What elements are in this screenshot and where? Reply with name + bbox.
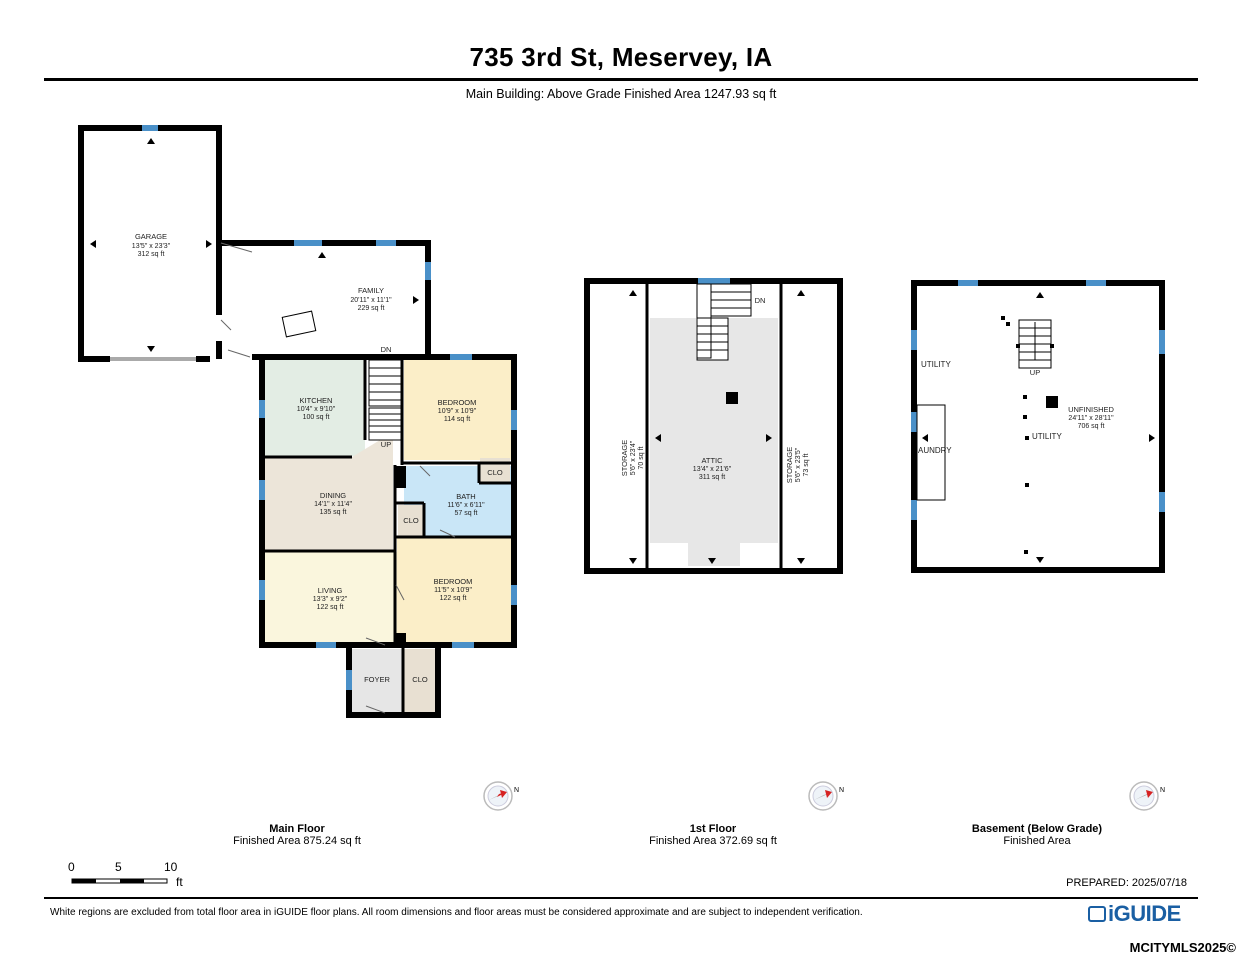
prepared-date: PREPARED: 2025/07/18 bbox=[1066, 877, 1187, 889]
basement-stairs bbox=[1018, 319, 1052, 369]
living-area: 122 sq ft bbox=[317, 604, 344, 611]
compass-icon: N bbox=[483, 781, 519, 811]
first-floor-caption: 1st Floor Finished Area 372.69 sq ft bbox=[613, 823, 813, 847]
floor-name: 1st Floor bbox=[689, 823, 737, 835]
dining-fill bbox=[264, 440, 393, 552]
attic-label: ATTIC bbox=[701, 456, 723, 465]
bedroom-2-dims: 11'5" x 10'9" bbox=[434, 587, 472, 594]
page-title: 735 3rd St, Meservey, IA bbox=[469, 42, 773, 72]
bedroom-2-area: 122 sq ft bbox=[440, 595, 467, 602]
main-floor-plan bbox=[78, 125, 517, 718]
closet-2-fill bbox=[398, 505, 424, 537]
laundry-label: AUNDRY bbox=[918, 446, 952, 455]
scale-bar bbox=[71, 878, 168, 884]
iguide-logo: iGUIDE bbox=[1088, 901, 1181, 927]
scale-tick-label: 5 bbox=[115, 860, 122, 874]
attic-stairs-down-label: DN bbox=[755, 296, 766, 305]
storage-right-label: STORAGE bbox=[785, 447, 794, 484]
garage-area: 312 sq ft bbox=[138, 251, 165, 258]
storage-right-dims: 5'6" x 23'5" bbox=[795, 447, 802, 482]
compass-icon: N bbox=[808, 781, 844, 811]
storage-left-dims: 5'6" x 23'4" bbox=[630, 440, 637, 475]
unfinished-area: 706 sq ft bbox=[1078, 423, 1105, 430]
living-dims: 13'3" x 9'2" bbox=[313, 596, 348, 603]
scale-unit: ft bbox=[176, 875, 183, 889]
building-area-summary: Main Building: Above Grade Finished Area… bbox=[465, 87, 777, 101]
dining-label: DINING bbox=[320, 491, 346, 500]
family-dims: 20'11" x 11'1" bbox=[350, 297, 392, 304]
svg-text:N: N bbox=[839, 787, 844, 794]
unfinished-label: UNFINISHED bbox=[1068, 405, 1114, 414]
floor-area: Finished Area 875.24 sq ft bbox=[233, 835, 361, 847]
garage-label: GARAGE bbox=[135, 232, 167, 241]
basement-plan: UTILITY UTILITY AUNDRY UP UNFINISHED 24'… bbox=[911, 280, 1165, 573]
storage-left-area: 70 sq ft bbox=[638, 446, 645, 469]
brand-name: iGUIDE bbox=[1108, 901, 1181, 926]
stairs-up-label: UP bbox=[381, 440, 391, 449]
family-wall bbox=[221, 240, 431, 357]
kitchen-fill bbox=[264, 360, 365, 456]
garage-dims: 13'5" x 23'3" bbox=[132, 243, 171, 250]
bath-closet-label: CLO bbox=[487, 468, 503, 477]
svg-text:N: N bbox=[514, 787, 519, 794]
floor-area: Finished Area 372.69 sq ft bbox=[649, 835, 777, 847]
compass-icon: N bbox=[1129, 781, 1165, 811]
bedroom-1-area: 114 sq ft bbox=[444, 416, 470, 423]
foyer-closet-fill bbox=[403, 649, 436, 713]
family-label: FAMILY bbox=[358, 286, 384, 295]
bedroom-1-dims: 10'9" x 10'9" bbox=[438, 408, 477, 415]
kitchen-area: 100 sq ft bbox=[303, 414, 330, 421]
basement-caption: Basement (Below Grade) Finished Area bbox=[937, 823, 1137, 847]
storage-left-label: STORAGE bbox=[620, 440, 629, 477]
storage-right-area: 73 sq ft bbox=[803, 453, 810, 476]
first-floor-plan: DN ATTIC 13'4" x 21'6" 311 sq ft STORAGE… bbox=[584, 278, 843, 574]
footer-divider bbox=[44, 897, 1198, 899]
basement-stairs-up-label: UP bbox=[1030, 368, 1040, 377]
svg-text:N: N bbox=[1160, 787, 1165, 794]
scale-tick-label: 0 bbox=[68, 860, 75, 874]
bedroom-1-fill bbox=[404, 360, 512, 460]
title-divider bbox=[44, 78, 1198, 81]
bedroom-1-label: BEDROOM bbox=[438, 398, 477, 407]
kitchen-label: KITCHEN bbox=[300, 396, 333, 405]
foyer-closet-label: CLO bbox=[412, 675, 428, 684]
bedroom-closet-label: CLO bbox=[403, 516, 419, 525]
foyer-fill bbox=[351, 649, 403, 713]
garage-wall bbox=[78, 125, 222, 362]
main-floor-labels: GARAGE 13'5" x 23'3" 312 sq ft FAMILY 20… bbox=[132, 232, 503, 684]
logo-icon bbox=[1088, 906, 1106, 922]
foyer-label: FOYER bbox=[364, 675, 390, 684]
mls-watermark: MCITYMLS2025© bbox=[1129, 940, 1236, 955]
house-outer-wall bbox=[259, 354, 517, 648]
scale-tick-label: 10 bbox=[164, 860, 178, 874]
floor-name: Main Floor bbox=[269, 823, 325, 835]
living-label: LIVING bbox=[318, 586, 343, 595]
living-fill bbox=[264, 552, 397, 643]
bath-label: BATH bbox=[456, 492, 475, 501]
bath-dims: 11'6" x 6'11" bbox=[447, 502, 485, 509]
bath-area: 57 sq ft bbox=[455, 510, 478, 517]
attic-fill bbox=[650, 318, 778, 566]
bedroom-2-fill bbox=[397, 538, 512, 643]
stairs-down-label: DN bbox=[381, 345, 392, 354]
family-area: 229 sq ft bbox=[358, 305, 385, 312]
kitchen-dims: 10'4" x 9'10" bbox=[297, 406, 336, 413]
main-stairs bbox=[368, 359, 402, 441]
dining-dims: 14'1" x 11'4" bbox=[314, 501, 352, 508]
unfinished-dims: 24'11" x 28'11" bbox=[1068, 415, 1114, 422]
dining-area: 135 sq ft bbox=[320, 509, 347, 516]
disclaimer-text: White regions are excluded from total fl… bbox=[50, 907, 863, 918]
utility-label-1: UTILITY bbox=[921, 360, 951, 369]
floor-name: Basement (Below Grade) bbox=[971, 823, 1103, 835]
floor-area: Finished Area bbox=[1003, 835, 1071, 847]
utility-label-2: UTILITY bbox=[1032, 432, 1062, 441]
attic-stairs bbox=[696, 283, 752, 361]
main-floor-caption: Main Floor Finished Area 875.24 sq ft bbox=[197, 823, 397, 847]
attic-dims: 13'4" x 21'6" bbox=[693, 466, 732, 473]
bedroom-2-label: BEDROOM bbox=[434, 577, 473, 586]
attic-area: 311 sq ft bbox=[699, 474, 725, 481]
